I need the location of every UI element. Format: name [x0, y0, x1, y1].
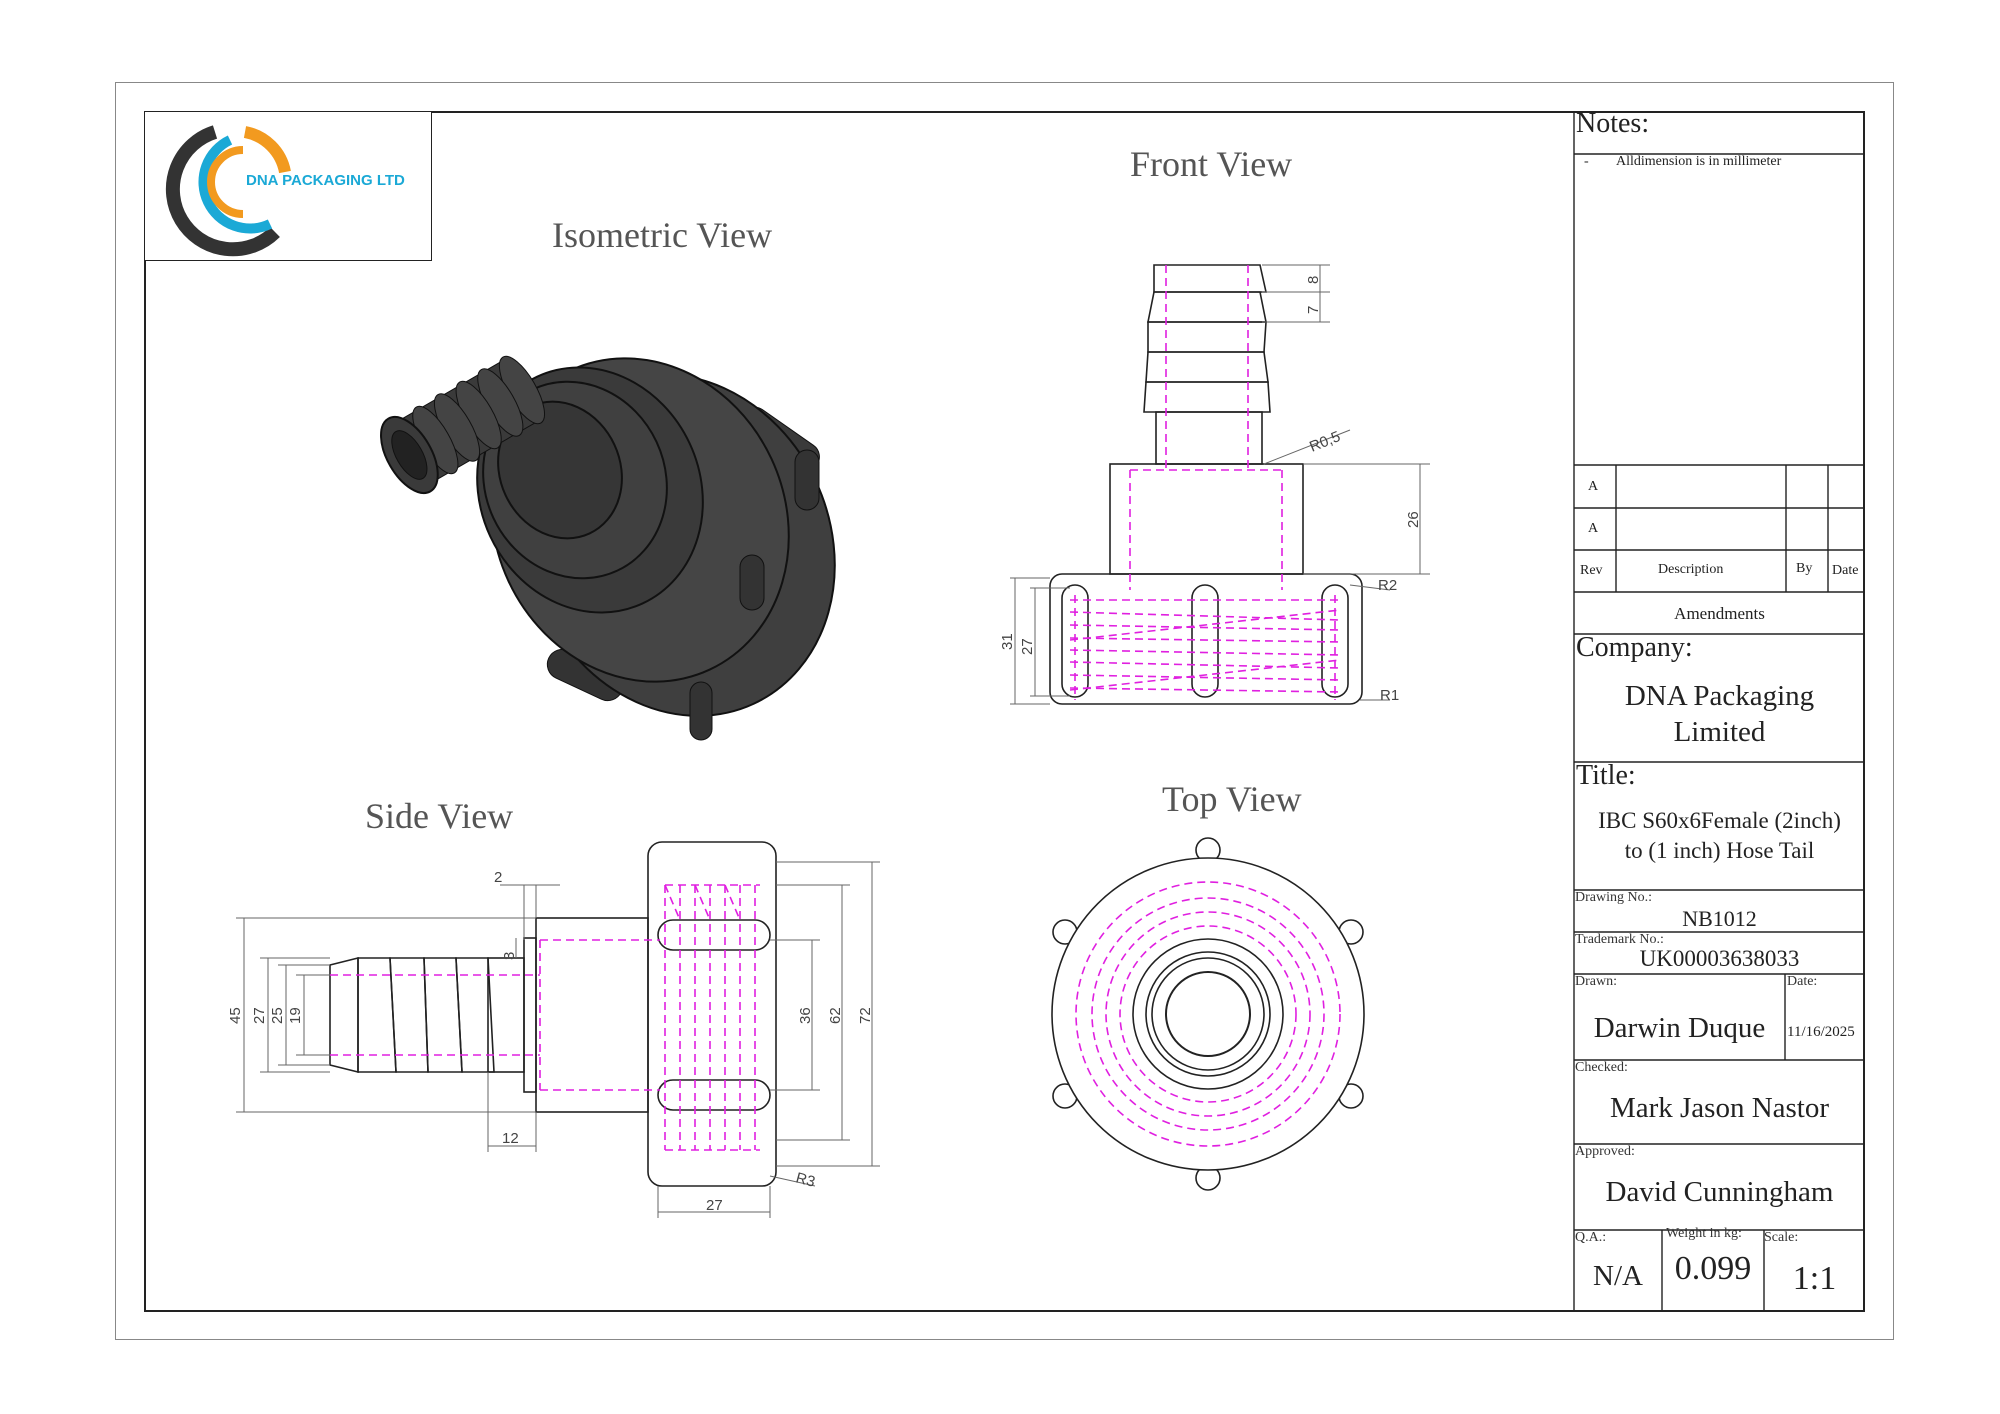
side-dim-19: 19 — [287, 1007, 304, 1024]
note-bullet: - — [1584, 154, 1589, 169]
side-dim-62: 62 — [827, 1007, 844, 1024]
front-dim-r2: R2 — [1378, 577, 1397, 594]
rev-header-rev: Rev — [1580, 563, 1603, 578]
front-dim-26: 26 — [1405, 511, 1422, 528]
qa-value: N/A — [1593, 1260, 1643, 1292]
front-view-title: Front View — [1130, 144, 1293, 184]
rev-header-date: Date — [1832, 563, 1859, 578]
side-dim-25: 25 — [269, 1007, 286, 1024]
checked-label: Checked: — [1575, 1060, 1628, 1075]
side-view-drawing — [236, 841, 880, 1218]
approved-label: Approved: — [1575, 1144, 1635, 1159]
front-dim-r1: R1 — [1380, 687, 1399, 704]
front-dim-31: 31 — [999, 633, 1016, 650]
sheet-inner-border — [144, 111, 1865, 1312]
title-line1: IBC S60x6Female (2inch) — [1598, 808, 1841, 833]
weight-label: Weight in kg: — [1666, 1226, 1742, 1241]
side-dim-72: 72 — [857, 1007, 874, 1024]
trademark-value: UK00003638033 — [1639, 946, 1800, 971]
note-1: Alldimension is in millimeter — [1616, 154, 1782, 169]
side-dim-r3: R3 — [794, 1169, 817, 1190]
front-dim-7: 7 — [1305, 306, 1322, 314]
logo-text: DNA PACKAGING LTD — [246, 172, 405, 189]
rev-row-1: A — [1588, 479, 1599, 494]
trademark-label: Trademark No.: — [1575, 932, 1664, 947]
title-label: Title: — [1576, 760, 1636, 791]
sheet-outer-border — [115, 82, 1894, 1340]
drawn-label: Drawn: — [1575, 974, 1617, 989]
side-dim-36: 36 — [797, 1007, 814, 1024]
scale-label: Scale: — [1764, 1230, 1799, 1245]
top-view-title: Top View — [1162, 779, 1302, 819]
rev-row-2: A — [1588, 521, 1599, 536]
top-view-drawing — [1051, 837, 1365, 1191]
isometric-model — [380, 355, 836, 741]
logo-swirl-icon — [165, 125, 291, 257]
side-dim-27b: 27 — [706, 1197, 723, 1214]
company-name-line2: Limited — [1673, 716, 1766, 748]
side-dim-12: 12 — [502, 1130, 519, 1147]
side-dim-45: 45 — [227, 1007, 244, 1024]
drawn-by-value: Darwin Duque — [1593, 1012, 1766, 1044]
side-dim-27: 27 — [251, 1007, 268, 1024]
amendments-label: Amendments — [1674, 604, 1765, 623]
side-view-title: Side View — [365, 796, 514, 836]
front-dim-27: 27 — [1019, 638, 1036, 655]
approved-by-value: David Cunningham — [1605, 1176, 1834, 1208]
drawing-no-value: NB1012 — [1682, 906, 1757, 931]
notes-label: Notes: — [1576, 108, 1650, 139]
company-label: Company: — [1576, 632, 1693, 663]
scale-value: 1:1 — [1792, 1260, 1837, 1297]
side-dim-2: 2 — [494, 869, 502, 886]
side-dim-3: 3 — [501, 952, 518, 960]
title-line2: to (1 inch) Hose Tail — [1624, 838, 1815, 863]
checked-by-value: Mark Jason Nastor — [1609, 1092, 1830, 1124]
weight-value: 0.099 — [1674, 1250, 1752, 1287]
company-name-line1: DNA Packaging — [1624, 680, 1815, 712]
rev-header-description: Description — [1658, 562, 1724, 577]
drawing-no-label: Drawing No.: — [1575, 890, 1652, 905]
date-value: 11/16/2025 — [1787, 1024, 1855, 1040]
qa-label: Q.A.: — [1575, 1230, 1607, 1245]
date-label: Date: — [1787, 974, 1818, 989]
front-dim-8: 8 — [1305, 276, 1322, 284]
front-view-drawing — [1010, 264, 1430, 705]
rev-header-by: By — [1796, 561, 1813, 576]
isometric-view-title: Isometric View — [552, 215, 773, 255]
company-logo-box — [144, 111, 432, 261]
